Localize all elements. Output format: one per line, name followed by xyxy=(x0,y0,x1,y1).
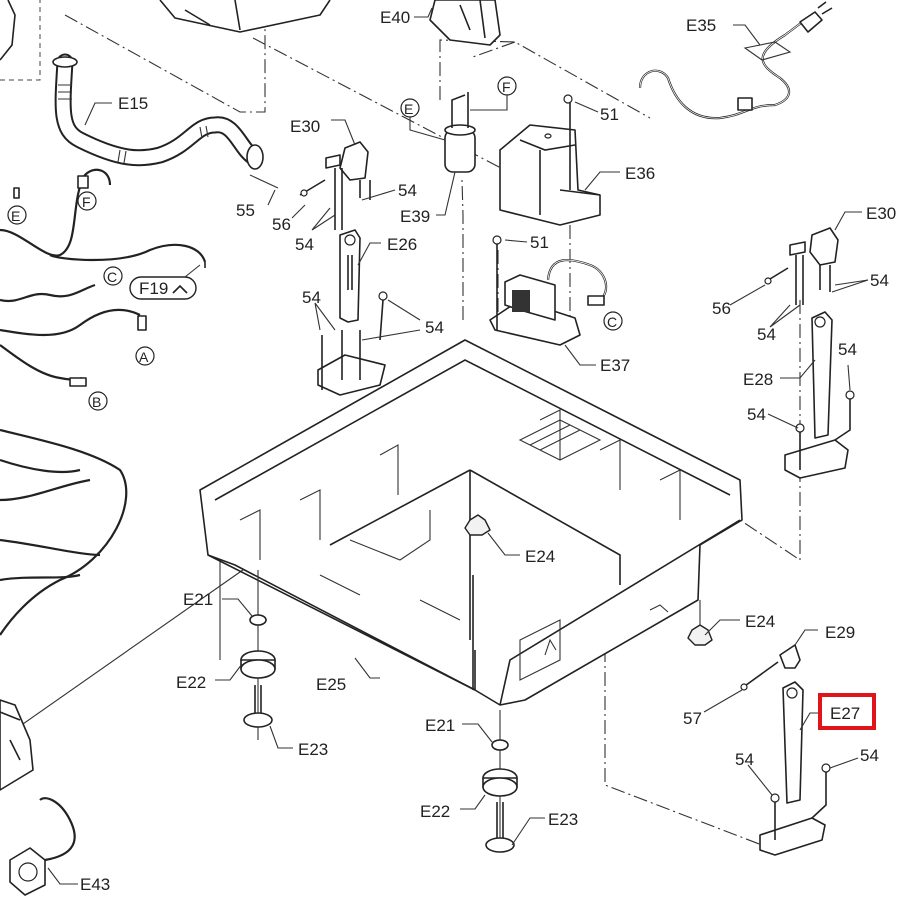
label-e21-left: E21 xyxy=(183,590,213,609)
label-e22-left: E22 xyxy=(176,673,206,692)
e29-part xyxy=(779,644,801,669)
label-screw-56-left: 56 xyxy=(272,215,291,234)
label-e23-left: E23 xyxy=(298,740,328,759)
label-e29: E29 xyxy=(825,623,855,642)
marker-e-left: E xyxy=(11,208,20,224)
connector-f-left xyxy=(77,191,97,211)
label-screw-54-e: 54 xyxy=(870,271,889,290)
label-screw-57: 57 xyxy=(683,709,702,728)
label-screw-54-i: 54 xyxy=(735,750,754,769)
label-e21-center: E21 xyxy=(425,716,455,735)
marker-c-left: C xyxy=(107,269,117,285)
label-screw-54-c: 54 xyxy=(302,288,321,307)
screw-labels: 51 51 54 54 54 54 54 54 54 54 54 54 55 5… xyxy=(236,105,889,769)
connector-e-left xyxy=(7,205,27,225)
label-e35: E35 xyxy=(686,16,716,35)
label-screw-54-f: 54 xyxy=(757,325,776,344)
bottom-left-parts xyxy=(0,699,76,896)
label-screw-54-j: 54 xyxy=(860,746,879,765)
marker-c-right: C xyxy=(607,314,617,330)
highlight-box-e27 xyxy=(818,693,876,730)
connector-c-right xyxy=(603,311,623,331)
label-e36: E36 xyxy=(625,164,655,183)
marker-b: B xyxy=(92,394,101,410)
e37-transformer xyxy=(489,235,608,346)
e35-power-cord xyxy=(638,1,833,120)
label-e23-center: E23 xyxy=(548,810,578,829)
label-e27: E27 xyxy=(830,704,860,723)
label-screw-55: 55 xyxy=(236,201,255,220)
marker-a: A xyxy=(139,349,149,365)
label-screw-54-g: 54 xyxy=(838,340,857,359)
marker-f-left: F xyxy=(82,194,91,210)
label-screw-54-a: 54 xyxy=(398,181,417,200)
marker-f-center: F xyxy=(502,79,511,95)
feet-parts xyxy=(240,514,713,853)
label-e15: E15 xyxy=(118,94,148,113)
label-e24-right: E24 xyxy=(745,612,775,631)
e40-part xyxy=(429,0,501,46)
part-labels: E15 E35 E40 E36 E37 E39 E26 E30 E30 E28 … xyxy=(80,8,896,894)
label-screw-54-d: 54 xyxy=(425,318,444,337)
e30-e26-assembly-left xyxy=(299,141,388,396)
label-e30-right: E30 xyxy=(866,204,896,223)
leader-lines xyxy=(47,7,869,885)
f19-arrow-icon xyxy=(172,284,188,294)
f19-reference-tag[interactable]: F19 xyxy=(129,264,201,300)
top-parts xyxy=(0,0,501,61)
label-e43: E43 xyxy=(80,875,110,894)
label-e28: E28 xyxy=(743,370,773,389)
label-screw-51-mid: 51 xyxy=(530,233,549,252)
e30-e28-assembly-right xyxy=(764,227,855,479)
label-e26: E26 xyxy=(387,235,417,254)
marker-e-center: E xyxy=(404,101,413,117)
label-screw-56-right: 56 xyxy=(712,299,731,318)
wire-harness xyxy=(0,168,207,636)
label-e37: E37 xyxy=(600,356,630,375)
f19-tag-text: F19 xyxy=(139,279,168,298)
connector-b xyxy=(88,391,108,411)
label-e30-left: E30 xyxy=(290,117,320,136)
connector-a xyxy=(135,346,155,366)
label-e24-center: E24 xyxy=(525,547,555,566)
connector-c-left xyxy=(103,266,123,286)
label-screw-54-b: 54 xyxy=(295,235,314,254)
e36-cover xyxy=(499,94,601,226)
label-e39: E39 xyxy=(400,207,430,226)
label-screw-51-top: 51 xyxy=(600,105,619,124)
e15-drain-hose xyxy=(52,53,279,189)
label-e40: E40 xyxy=(380,8,410,27)
label-e25: E25 xyxy=(316,675,346,694)
e39-capacitor xyxy=(444,92,476,173)
e29-e27-assembly xyxy=(740,644,831,856)
connector-markers: E F C A B E F C xyxy=(7,76,623,411)
label-e22-center: E22 xyxy=(420,802,450,821)
label-screw-54-h: 54 xyxy=(747,405,766,424)
